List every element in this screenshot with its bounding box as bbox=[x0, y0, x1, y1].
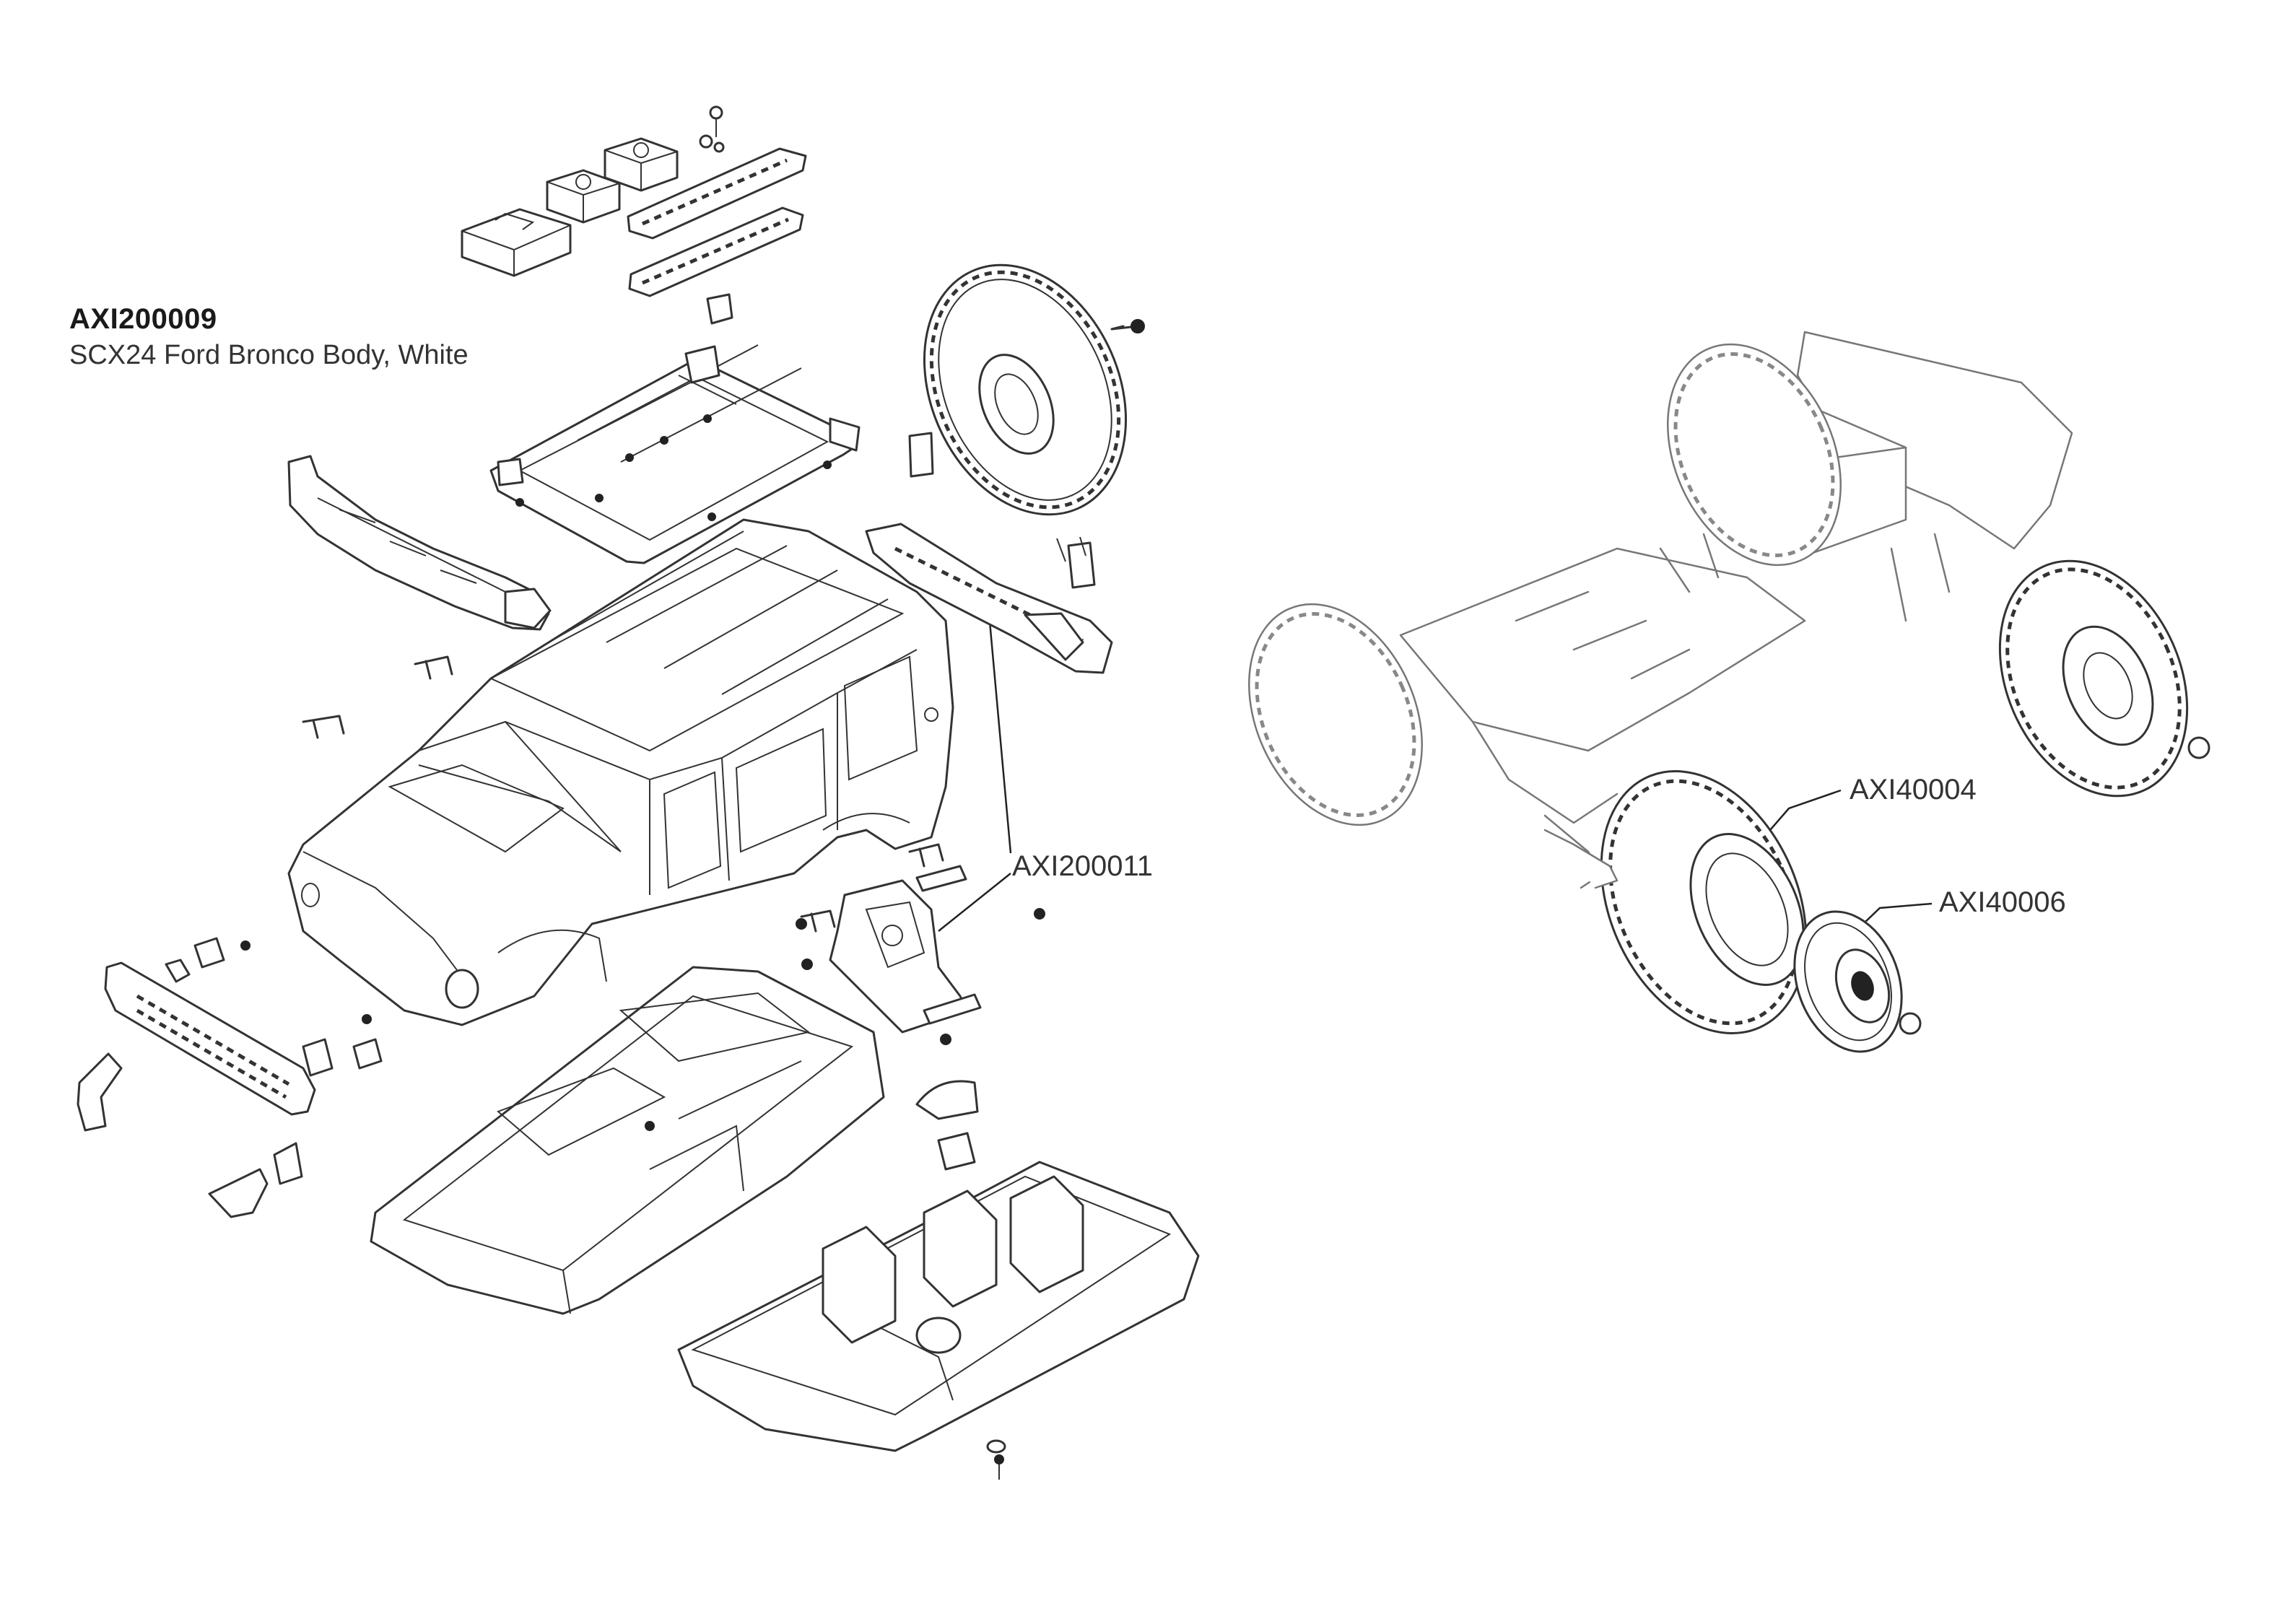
front-right-tire bbox=[1998, 559, 2210, 798]
mount-leader-lower bbox=[938, 873, 1011, 932]
front-left-tire bbox=[1600, 770, 1808, 1034]
chassis-assembly bbox=[1248, 331, 2073, 889]
front-bumper bbox=[287, 455, 552, 631]
mount-leader-upper bbox=[988, 613, 1012, 854]
mount-callout-label: AXI200011 bbox=[1012, 850, 1153, 882]
body-clips bbox=[302, 655, 1045, 1045]
seat-floor-pan bbox=[677, 1161, 1200, 1452]
roof-screws bbox=[699, 105, 725, 153]
body-kit-description: SCX24 Ford Bronco Body, White bbox=[69, 340, 469, 370]
roof-rack bbox=[489, 344, 861, 564]
toolbox-accessory bbox=[461, 208, 572, 277]
tire-leader bbox=[1769, 789, 1842, 831]
front-left-wheel bbox=[1793, 910, 1922, 1053]
slider-clips bbox=[908, 432, 1096, 589]
rock-slider bbox=[865, 523, 1113, 674]
headlight-parts bbox=[165, 937, 383, 1077]
mirror-parts bbox=[77, 1052, 303, 1218]
tire-callout-label: AXI40004 bbox=[1850, 774, 1977, 806]
wheel-callout-label: AXI40006 bbox=[1939, 886, 2066, 918]
interior-tub bbox=[370, 966, 885, 1315]
body-mount-assembly bbox=[829, 865, 982, 1034]
front-axle-stub bbox=[1543, 829, 1619, 889]
spare-tire bbox=[923, 263, 1145, 516]
bottom-screw bbox=[986, 1439, 1006, 1480]
body-kit-part-number: AXI200009 bbox=[69, 303, 217, 335]
front-grille bbox=[104, 961, 316, 1116]
traction-boards bbox=[627, 147, 807, 325]
bronco-body-shell bbox=[287, 518, 954, 1026]
fuel-can-accessories bbox=[546, 137, 679, 224]
driver-head-parts bbox=[915, 1080, 979, 1171]
body-kit-label: AXI200009 SCX24 Ford Bronco Body, White bbox=[69, 303, 469, 371]
